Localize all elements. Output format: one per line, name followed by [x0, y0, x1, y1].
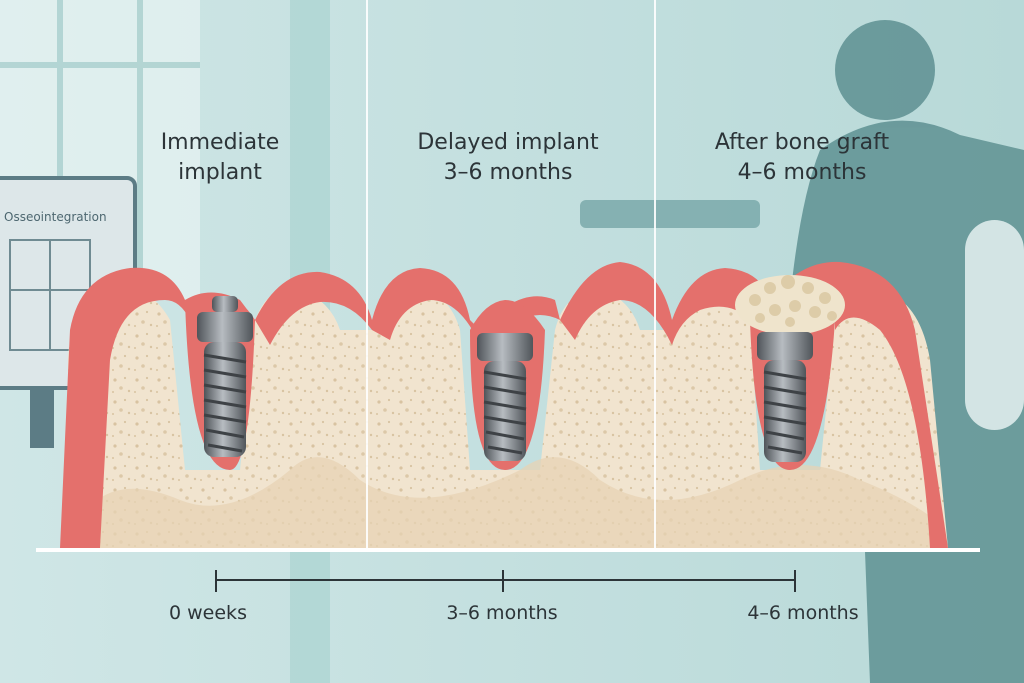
- implant-delayed: [477, 333, 533, 461]
- panel-title-line: Immediate: [160, 130, 280, 155]
- dental-chair: [965, 220, 1024, 430]
- timeline-label-2: 3–6 months: [446, 602, 558, 624]
- panel-title-line: After bone graft: [714, 130, 890, 155]
- panel-title-immediate: Immediate implant: [90, 128, 350, 188]
- monitor-label: Osseointegration: [4, 210, 107, 224]
- gum-ridge: [185, 261, 948, 548]
- panel-title-graft: After bone graft 4–6 months: [672, 128, 932, 188]
- bone-graft: [735, 275, 845, 335]
- implant-immediate: [197, 296, 253, 457]
- timeline-label-3: 4–6 months: [747, 602, 859, 624]
- panel-title-line: Delayed implant: [417, 130, 599, 155]
- timeline: [215, 570, 796, 592]
- implant-after-graft: [757, 332, 813, 462]
- panel-title-line: implant: [178, 160, 262, 185]
- panel-title-line: 4–6 months: [737, 160, 867, 185]
- cortical-bone: [80, 457, 940, 548]
- panel-title-line: 3–6 months: [443, 160, 573, 185]
- panel-title-delayed: Delayed implant 3–6 months: [378, 128, 638, 188]
- timeline-label-1: 0 weeks: [169, 602, 247, 624]
- gum-left: [60, 267, 190, 548]
